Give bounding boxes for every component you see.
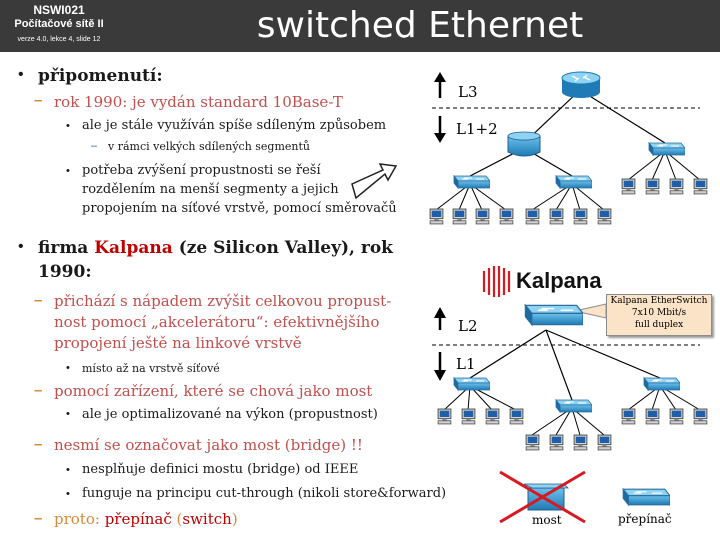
bullet-ieee: nesplňuje definici mostu (bridge) od IEE…: [82, 462, 359, 477]
layer-label-l12: L1+2: [456, 120, 498, 138]
bullet-10baset: rok 1990: je vydán standard 10Base-T: [54, 93, 343, 111]
switch-mid: (: [171, 510, 183, 528]
bullet-cut-through: funguje na principu cut-through (nikoli …: [82, 486, 447, 501]
dash-marker: –: [34, 436, 43, 453]
bullet-idea-line1: přichází s nápadem zvýšit celkovou propu…: [54, 292, 392, 310]
bullet-optimized: ale je optimalizované na výkon (propustn…: [82, 407, 378, 422]
etherswitch-callout: Kalpana EtherSwitch 7x10 Mbit/s full dup…: [606, 294, 712, 336]
version-info: verze 4.0, lekce 4, slide 12: [17, 36, 101, 43]
bullet-marker: •: [18, 238, 24, 255]
legend-bridge-label: most: [532, 513, 562, 527]
bullet-device: pomocí zařízení, které se chová jako mos…: [54, 382, 373, 400]
bullet-need-line2: rozdělením na menší segmenty a jejich: [82, 182, 339, 197]
switch-word-cz: přepínač: [104, 510, 172, 528]
bullet-marker: •: [66, 362, 70, 374]
kalpana-pre: firma: [38, 238, 95, 258]
kalpana-post: (ze Silicon Valley), rok: [172, 238, 393, 258]
top-network-diagram: [351, 71, 708, 225]
callout-line: 7x10 Mbit/s: [631, 308, 687, 318]
bottom-network-diagram: [432, 266, 708, 451]
bridge-icon: [507, 131, 541, 157]
bullet-need-line1: potřeba zvýšení propustnosti se řeší: [82, 163, 321, 178]
bullet-marker: •: [66, 488, 70, 500]
crossed-bridge-icon: [499, 470, 586, 524]
bullet-kalpana: firma Kalpana (ze Silicon Valley), rok: [38, 238, 393, 258]
hub-icon: [453, 175, 490, 189]
hub-icon: [555, 175, 592, 189]
callout-line: full duplex: [634, 320, 684, 330]
bullet-shared: ale je stále využíván spíše sdíleným způ…: [82, 118, 387, 133]
bullet-marker: •: [66, 408, 70, 420]
switch-post: ): [231, 510, 238, 528]
layer-label-l2: L2: [458, 317, 478, 335]
bullet-idea-line2: nost pomocí „akcelerátoru“: efektivnější…: [54, 313, 380, 331]
layer-label-l1: L1: [456, 355, 476, 373]
callout-line: Kalpana EtherSwitch: [610, 296, 708, 306]
switch-word-en: switch: [182, 510, 232, 528]
dash-marker: –: [91, 140, 98, 152]
bullet-marker: •: [66, 464, 70, 476]
kalpana-logo: [482, 266, 511, 297]
workstation-icons: [437, 408, 708, 451]
dash-marker: –: [34, 382, 43, 399]
bullet-marker: •: [66, 165, 70, 177]
course-name: Počítačové sítě II: [14, 18, 104, 30]
hub-icon: [643, 377, 680, 391]
etherswitch-icon: [524, 304, 583, 326]
dash-marker: –: [34, 292, 43, 309]
hub-icon: [453, 377, 490, 391]
bullet-reminder: připomenutí:: [38, 66, 163, 86]
hub-icon: [555, 399, 592, 413]
bullet-marker: •: [18, 66, 24, 83]
hub-icon: [648, 142, 685, 156]
bullet-not-bridge: nesmí se označovat jako most (bridge) !!: [54, 436, 363, 454]
kalpana-brand: Kalpana: [94, 238, 173, 258]
legend-switch-label: přepínač: [618, 512, 672, 526]
bullet-segments: v rámci velkých sdílených segmentů: [108, 140, 310, 153]
router-icon: [561, 71, 601, 98]
dash-marker: –: [34, 510, 43, 527]
bullet-switch: proto: přepínač (switch): [54, 510, 238, 528]
slide-title: switched Ethernet: [256, 5, 584, 46]
bullet-instead: místo až na vrstvě síťové: [82, 362, 220, 375]
bullet-need-line3: propojením na síťové vrstvě, pomocí směr…: [82, 201, 397, 216]
bullet-kalpana-year: 1990:: [38, 262, 92, 282]
slide-header: NSWI021 Počítačové sítě II verze 4.0, le…: [0, 0, 720, 52]
bullet-idea-line3: propojení ještě na linkové vrstvě: [54, 334, 302, 352]
layer-label-l3: L3: [458, 83, 478, 101]
switch-pre: proto:: [54, 510, 105, 528]
dash-marker: –: [34, 92, 43, 109]
kalpana-logo-text: Kalpana: [516, 268, 602, 293]
course-code: NSWI021: [33, 3, 85, 17]
legend: [499, 470, 670, 524]
bullet-marker: •: [66, 120, 70, 132]
switch-icon: [622, 488, 670, 506]
